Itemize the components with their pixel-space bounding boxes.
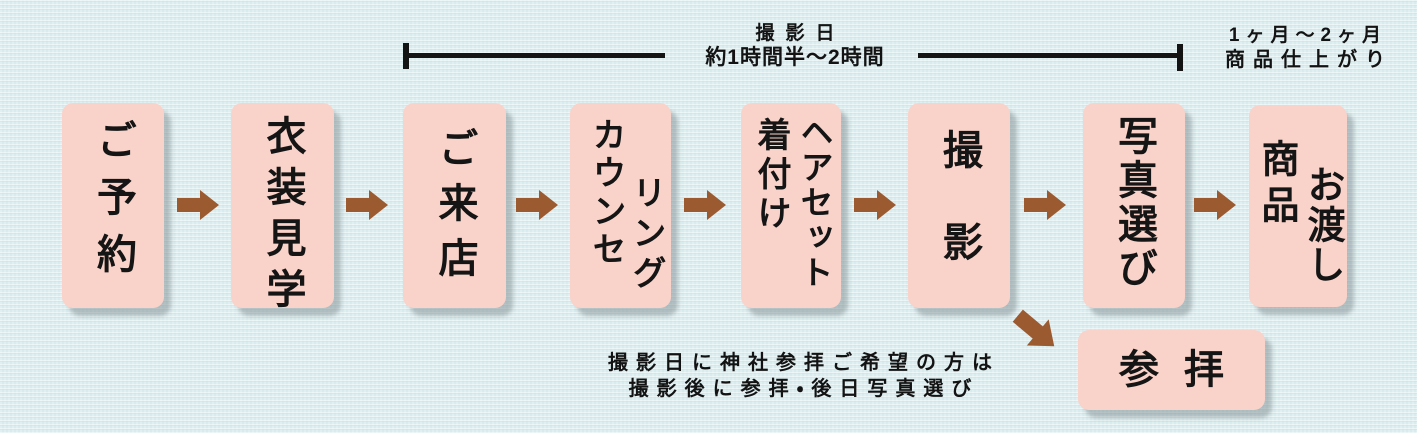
flow-step-shrine-visit: 参拝	[1078, 330, 1265, 410]
arrow-right-icon-4	[684, 190, 726, 220]
arrow-right-icon-2	[346, 190, 388, 220]
step-label: 衣装見学	[260, 115, 306, 319]
shrine-note-line2: 撮影後に参拝・後日写真選び	[628, 378, 980, 400]
shooting-day-title: 撮影日	[755, 23, 846, 44]
step-label-column-1: カウンセ	[587, 117, 624, 269]
finish-duration: 1ヶ月～2ヶ月	[1228, 25, 1388, 46]
step-label-column-1: 商品	[1255, 139, 1297, 231]
finish-description: 商品仕上がり	[1225, 49, 1393, 71]
bracket-line-left	[404, 53, 665, 58]
step-label-column-2: お渡し	[1301, 165, 1343, 285]
step-label: 撮影	[937, 129, 982, 313]
shooting-day-duration-label: 撮影日 約1時間半～2時間	[640, 22, 950, 70]
step-label: 写真選び	[1112, 115, 1157, 291]
flow-step-counseling: カウンセ リング	[570, 103, 671, 308]
flow-step-shooting: 撮影	[908, 103, 1010, 313]
step-label: ご来店	[432, 127, 478, 292]
step-label-column-2: 着付け	[752, 117, 789, 234]
shooting-day-duration: 約1時間半～2時間	[705, 46, 885, 69]
arrow-right-icon-1	[177, 190, 219, 220]
arrow-right-icon-7	[1194, 190, 1236, 220]
shrine-note-line1: 撮影日に神社参拝ご希望の方は	[608, 352, 1000, 374]
arrow-right-icon-6	[1024, 190, 1066, 220]
step-label: ご予約	[91, 119, 136, 290]
flow-step-reservation: ご予約	[62, 103, 164, 308]
flow-step-photo-selection: 写真選び	[1083, 103, 1185, 308]
shrine-visit-note: 撮影日に神社参拝ご希望の方は 撮影後に参拝・後日写真選び	[590, 350, 1010, 402]
arrow-right-icon-5	[854, 190, 896, 220]
step-label-column-1: ヘアセット	[795, 115, 831, 290]
flow-step-store-visit: ご来店	[403, 103, 506, 308]
flow-step-hair-dressing: ヘアセット 着付け	[741, 103, 841, 308]
arrow-right-icon-3	[516, 190, 558, 220]
flow-step-costume-viewing: 衣装見学	[231, 103, 334, 319]
product-finish-label: 1ヶ月～2ヶ月 商品仕上がり	[1205, 23, 1405, 73]
step-label-column-2: リング	[627, 175, 664, 295]
bracket-tick-right	[1177, 44, 1183, 71]
branch-arrow-down-right-icon	[1007, 303, 1066, 360]
flow-step-product-handover: 商品 お渡し	[1249, 105, 1347, 307]
bracket-line-right	[918, 53, 1182, 58]
